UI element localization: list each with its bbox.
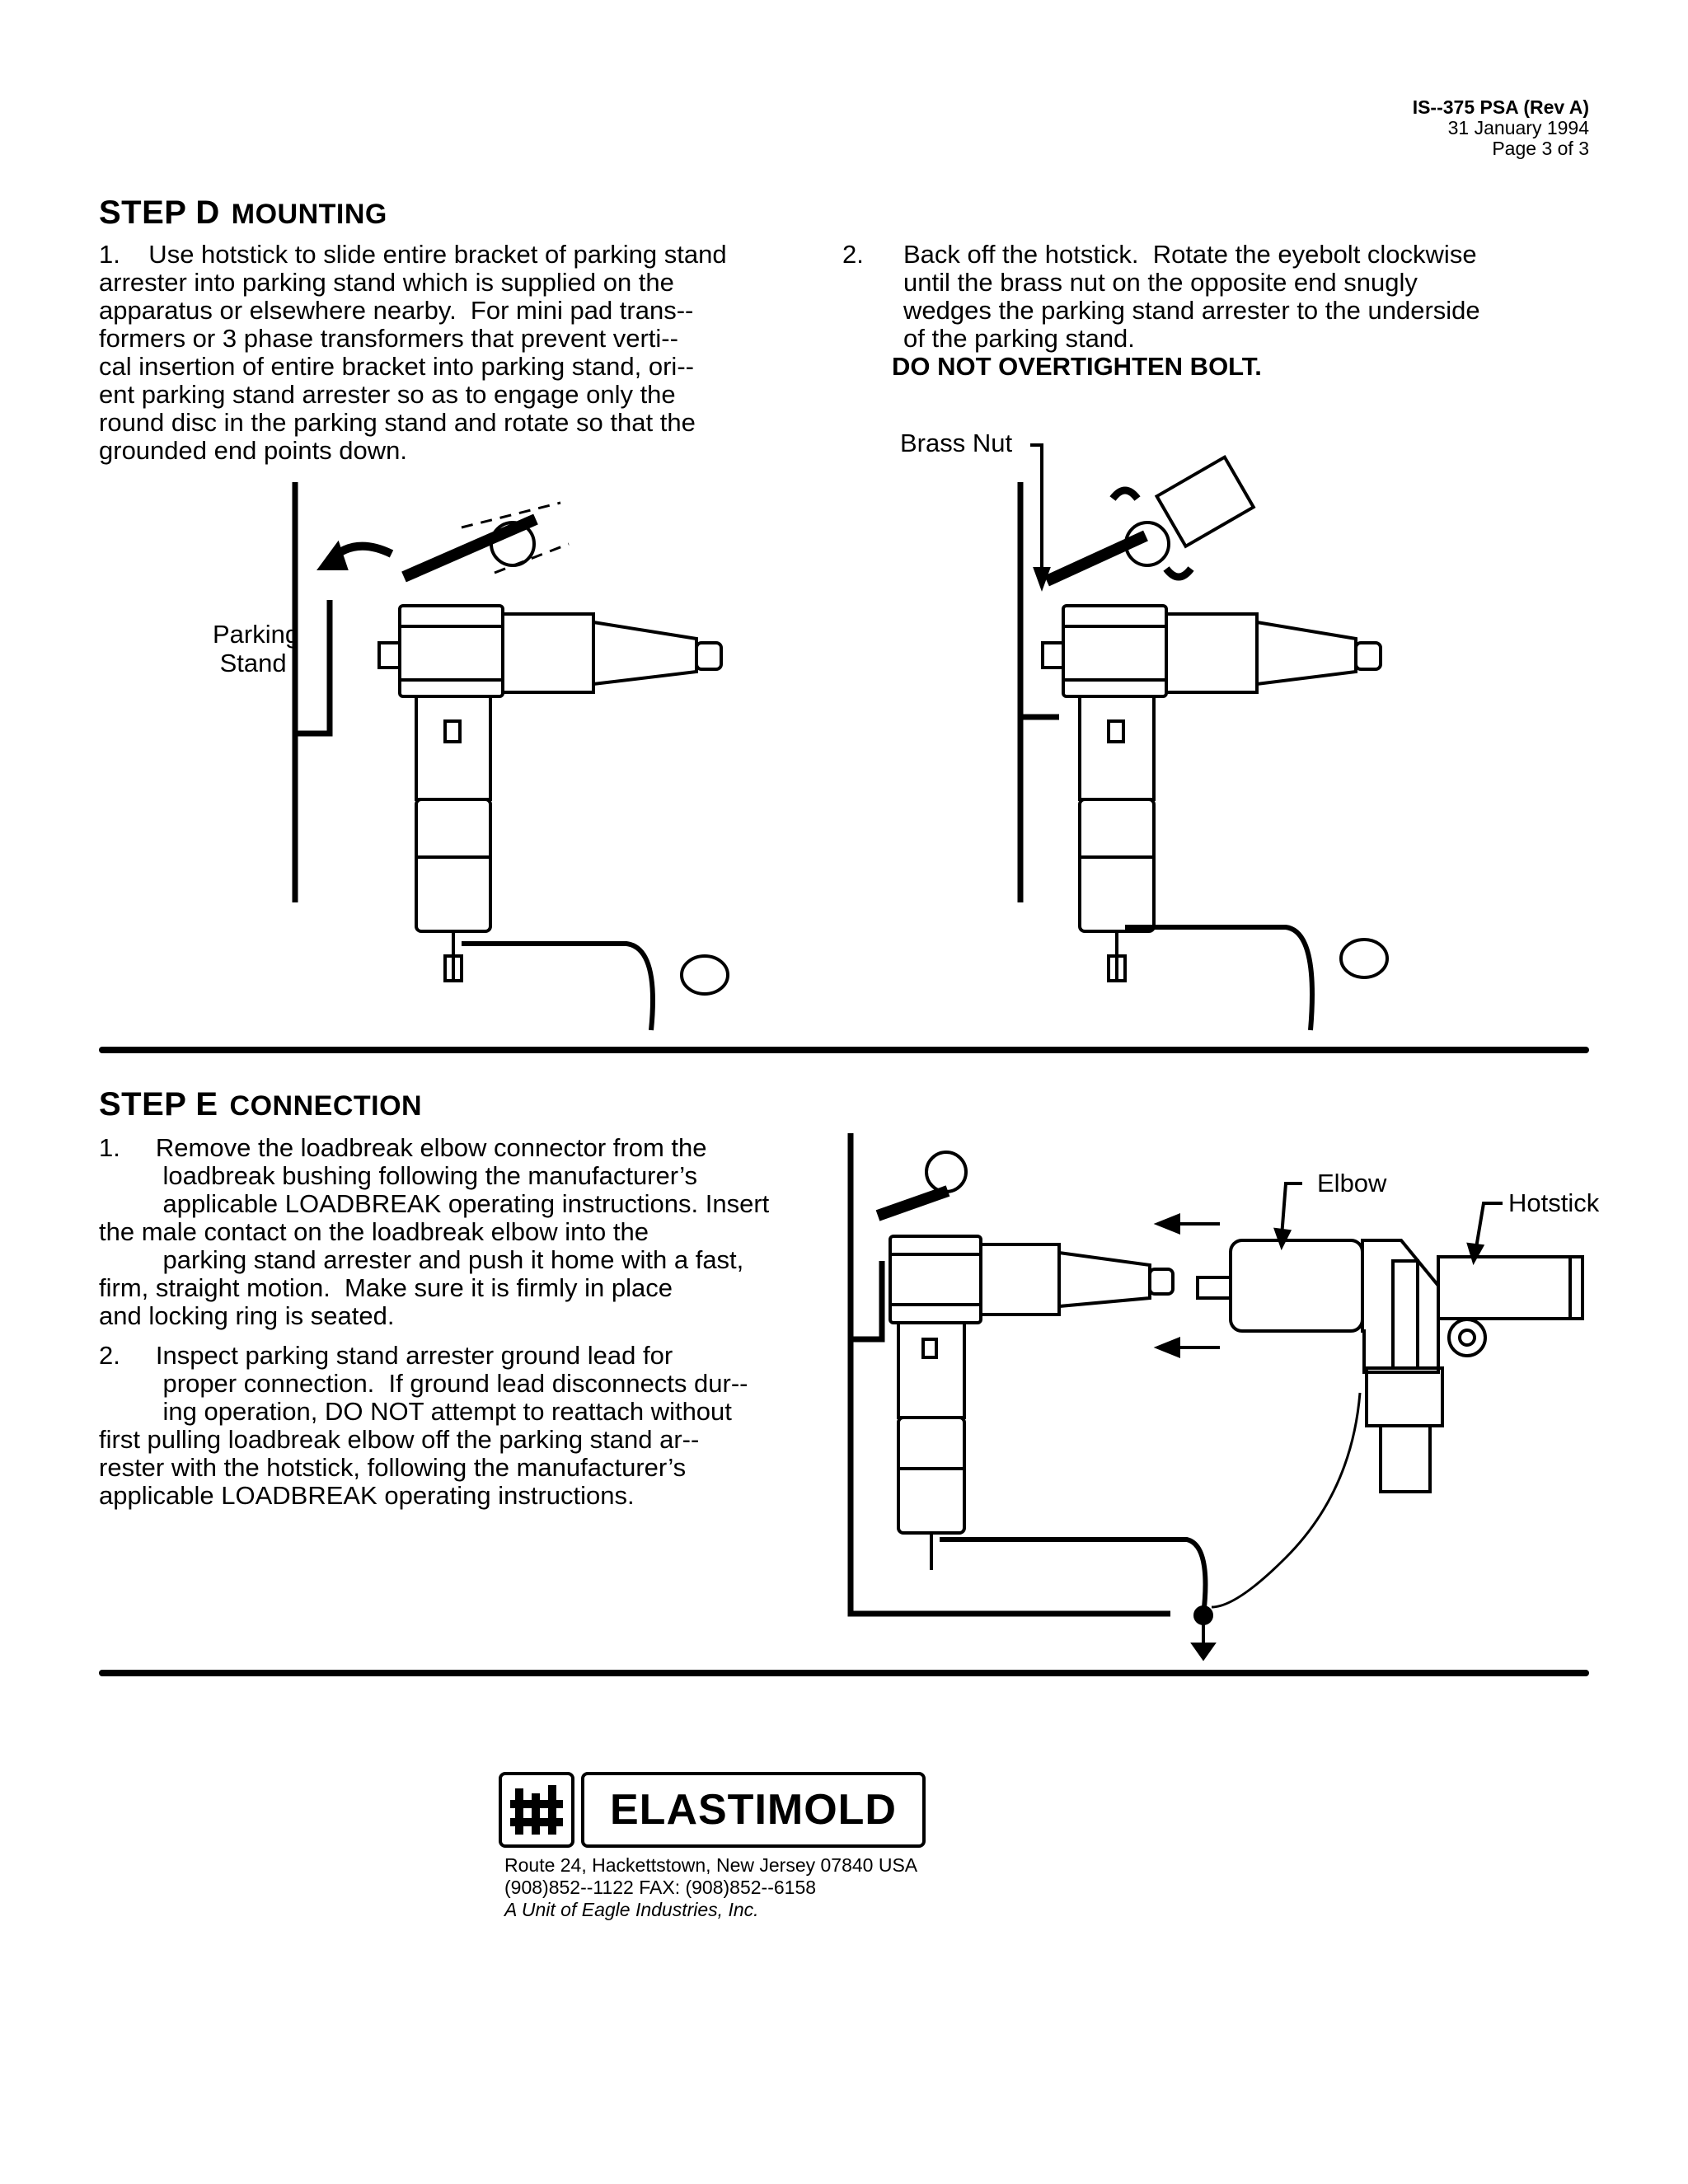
step-d-warning: DO NOT OVERTIGHTEN BOLT.	[892, 352, 1262, 381]
step-e-item-2: 2. Inspect parking stand arrester ground…	[99, 1341, 748, 1510]
company-address: Route 24, Hackettstown, New Jersey 07840…	[504, 1854, 918, 1876]
step-d-item-1: 1. Use hotstick to slide entire bracket …	[99, 240, 727, 465]
elastimold-emblem	[499, 1772, 574, 1848]
document-header: IS--375 PSA (Rev A) 31 January 1994 Page…	[1413, 97, 1589, 159]
elastimold-emblem-icon	[510, 1785, 563, 1835]
step-e-subtitle: CONNECTION	[229, 1090, 423, 1122]
page-number: Page 3 of 3	[1492, 138, 1589, 159]
document-date: 31 January 1994	[1447, 117, 1589, 138]
company-unit-note: A Unit of Eagle Industries, Inc.	[504, 1899, 759, 1920]
step-e-heading: STEP E CONNECTION	[99, 1086, 422, 1123]
elastimold-wordmark: ELASTIMOLD	[581, 1772, 926, 1848]
step-d-item-2-number: 2.	[842, 240, 864, 269]
step-e-title: STEP E	[99, 1086, 218, 1122]
brand-name: ELASTIMOLD	[610, 1786, 897, 1834]
company-address-block: Route 24, Hackettstown, New Jersey 07840…	[504, 1854, 917, 1921]
step-e-item-1: 1. Remove the loadbreak elbow connector …	[99, 1133, 770, 1330]
label-brass-nut: Brass Nut	[900, 429, 1013, 457]
label-elbow: Elbow	[1317, 1169, 1387, 1197]
company-phone-fax: (908)852--1122 FAX: (908)852--6158	[504, 1877, 817, 1898]
step-d-title: STEP D	[99, 194, 220, 231]
section-divider	[99, 1047, 1589, 1053]
section-divider-bottom	[99, 1670, 1589, 1676]
document-id: IS--375 PSA (Rev A)	[1412, 96, 1589, 118]
label-parking-stand: Parking Stand	[213, 620, 300, 677]
step-d-item-2: Back off the hotstick. Rotate the eyebol…	[903, 240, 1480, 353]
label-hotstick: Hotstick	[1508, 1188, 1600, 1217]
step-d-heading: STEP D MOUNTING	[99, 194, 387, 232]
step-d-subtitle: MOUNTING	[231, 199, 387, 230]
